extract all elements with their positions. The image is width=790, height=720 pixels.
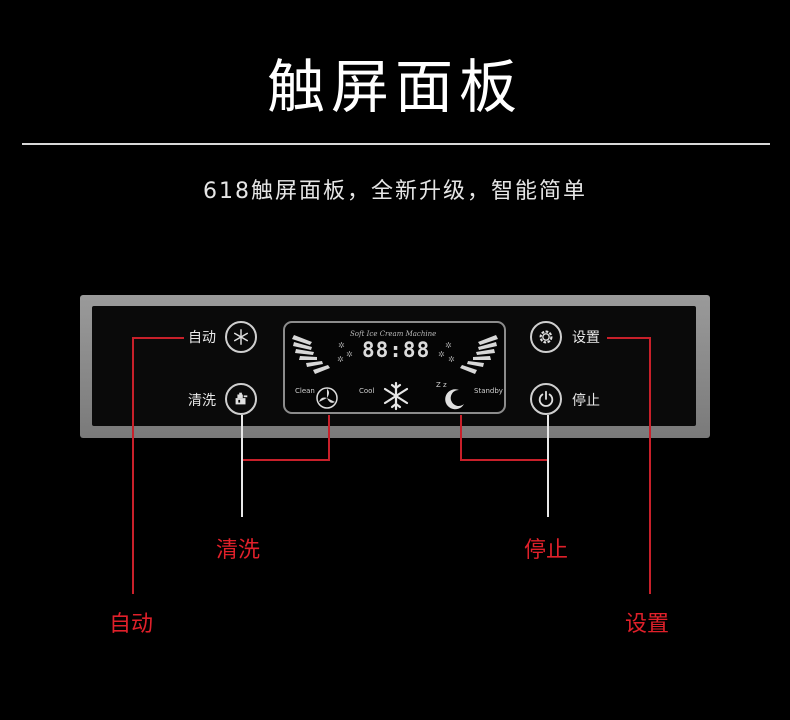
auto-label: 自动 [188,330,216,346]
mode-cool-label: Cool [359,387,375,395]
clean-bracket-left [241,415,243,460]
stop-callout-line [547,459,549,517]
svg-text:✲: ✲ [438,350,445,359]
power-icon [538,390,554,407]
settings-label: 设置 [572,330,600,346]
display-arcs: ✲✲✲ ✲✲✲ [292,335,498,374]
stop-callout-label: 停止 [524,538,569,563]
svg-text:✲: ✲ [445,341,452,350]
mode-standby-label: Standby [474,387,503,395]
settings-callout-line-v [649,337,651,594]
clean-bracket-bottom [241,459,330,461]
stop-button[interactable] [530,383,562,415]
clean-callout-label: 清洗 [216,538,261,563]
svg-text:✲: ✲ [338,341,345,350]
mode-clean-label: Clean [295,387,315,395]
page-subtitle: 618触屏面板，全新升级，智能简单 [203,179,587,204]
moon-icon [445,389,464,410]
clean-button[interactable] [225,383,257,415]
display-digits: 88:88 [362,338,431,362]
auto-callout-line-v [132,337,134,594]
clean-bracket-right [328,415,330,460]
snowflake-icon [233,329,249,345]
cool-snowflake-icon [383,381,409,411]
standby-zz: Z z [436,381,447,389]
auto-callout-line-h [132,337,184,339]
auto-callout-label: 自动 [109,612,154,637]
auto-button[interactable] [225,321,257,353]
svg-text:✲: ✲ [448,355,455,364]
divider [22,143,770,145]
settings-button[interactable] [530,321,562,353]
stop-bracket-left [460,415,462,460]
clean-callout-line [241,459,243,517]
clean-label: 清洗 [188,393,216,409]
settings-callout-line-h [607,337,651,339]
svg-text:✲: ✲ [346,350,353,359]
faucet-icon [235,392,248,405]
gear-icon [539,330,553,344]
stop-bracket-bottom [460,459,549,461]
fan-icon [316,387,338,409]
stop-label: 停止 [572,393,600,409]
page-title: 触屏面板 [266,53,523,121]
settings-callout-label: 设置 [625,612,670,637]
svg-text:✲: ✲ [337,355,344,364]
display-brand: Soft Ice Cream Machine [350,330,437,338]
stop-bracket-right [547,415,549,460]
